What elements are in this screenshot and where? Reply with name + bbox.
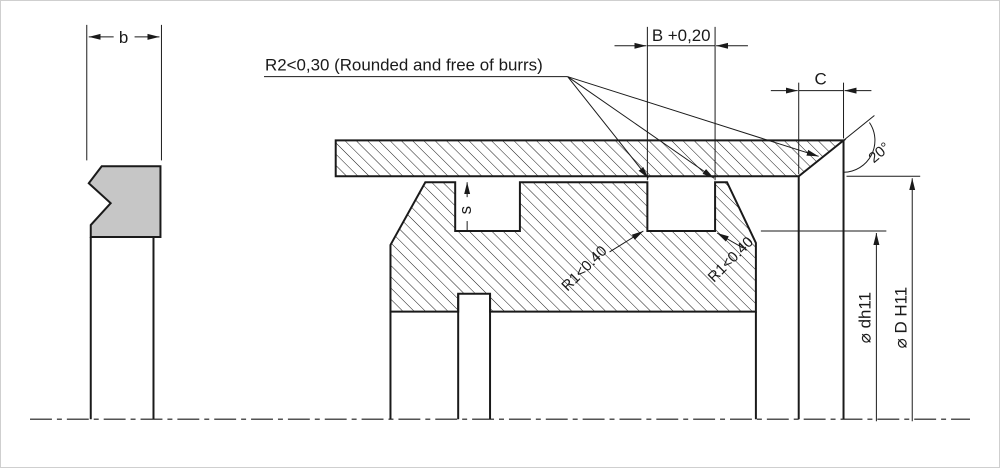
dim-dia-bore-label: ⌀ D H11 bbox=[891, 287, 910, 349]
leader-line bbox=[567, 76, 649, 179]
leader-line bbox=[567, 76, 819, 157]
dim-b-label: b bbox=[119, 28, 128, 47]
note-r2: R2<0,30 (Rounded and free of burrs) bbox=[265, 56, 543, 75]
piston-groove-section bbox=[389, 181, 757, 313]
dim-dia-groove-label: ⌀ dh11 bbox=[855, 292, 874, 343]
chamfer-extension-line bbox=[843, 115, 875, 141]
seal-figure: b bbox=[86, 24, 162, 420]
dim-s-label: s bbox=[456, 206, 475, 214]
leader-line bbox=[609, 230, 644, 253]
dim-angle-label: 20° bbox=[865, 139, 893, 167]
housing-figure bbox=[334, 139, 847, 420]
dim-groove-width-label: B +0,20 bbox=[652, 26, 711, 45]
dim-c-label: C bbox=[815, 70, 827, 89]
leader-line bbox=[567, 76, 715, 179]
leader-line bbox=[716, 232, 744, 249]
angle-arc bbox=[843, 122, 876, 173]
cylinder-wall-section bbox=[334, 139, 847, 178]
seal-profile bbox=[87, 165, 162, 238]
